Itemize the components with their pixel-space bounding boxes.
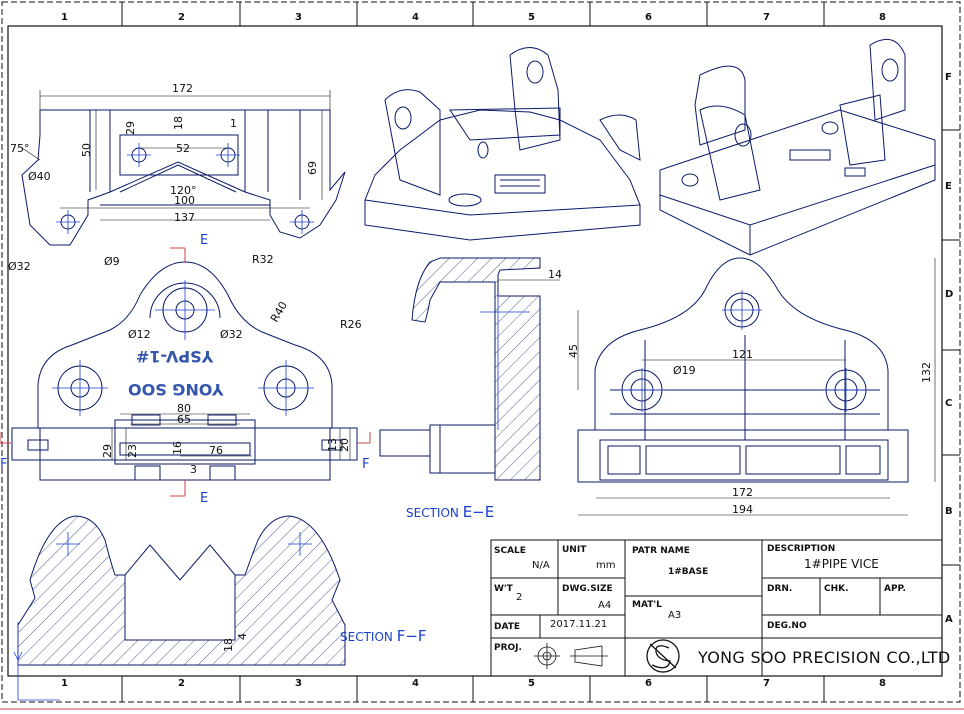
dim-top-52: 52 <box>176 142 190 155</box>
dim-front-r32: R32 <box>252 253 274 266</box>
dim-top-dia9: Ø9 <box>104 255 120 268</box>
section-marker-e-bottom: E <box>200 491 209 506</box>
dim-front-dia32: Ø32 <box>220 328 243 341</box>
dim-top-100: 100 <box>174 194 195 207</box>
tb-dwg-size-value: A4 <box>598 600 612 611</box>
tb-part-name-label: PATR NAME <box>632 546 690 556</box>
tb-material-label: MAT'L <box>632 600 662 610</box>
zone-col-7-bottom: 7 <box>763 678 770 689</box>
dim-top-75deg: 75° <box>10 142 30 155</box>
section-ee-title: SECTION E−E <box>406 503 494 521</box>
tb-dwg-size-label: DWG.SIZE <box>562 584 613 594</box>
dim-front-29: 29 <box>101 444 114 458</box>
tb-unit-label: UNIT <box>562 545 587 555</box>
zone-col-7-top: 7 <box>763 12 770 23</box>
dim-top-172: 172 <box>172 82 193 95</box>
zone-row-f: F <box>945 72 952 83</box>
tb-weight-label: W'T <box>494 584 513 594</box>
dim-bottom-194: 194 <box>732 503 753 516</box>
tb-description-value: 1#PIPE VICE <box>804 557 879 571</box>
tb-description-label: DESCRIPTION <box>767 544 836 554</box>
dim-bottom-121: 121 <box>732 348 753 361</box>
dim-top-137: 137 <box>174 211 195 224</box>
zone-col-5-bottom: 5 <box>528 678 535 689</box>
tb-proj-label: PROJ. <box>494 643 522 653</box>
zone-col-2-bottom: 2 <box>178 678 185 689</box>
zone-row-a: A <box>945 614 953 625</box>
emboss-brand: YONG SOO <box>128 380 224 399</box>
section-marker-e-top: E <box>200 233 209 248</box>
dim-front-20: 20 <box>338 438 351 452</box>
tb-scale-value: N/A <box>532 560 550 571</box>
zone-col-4-bottom: 4 <box>412 678 419 689</box>
dim-front-80: 80 <box>177 402 191 415</box>
dim-bottom-dia19: Ø19 <box>673 364 696 377</box>
zone-col-8-bottom: 8 <box>879 678 886 689</box>
zone-col-3-top: 3 <box>295 12 302 23</box>
tb-app-label: APP. <box>884 584 906 594</box>
zone-col-4-top: 4 <box>412 12 419 23</box>
dim-front-23: 23 <box>126 444 139 458</box>
dim-top-120deg: 120° <box>170 184 197 197</box>
zone-col-1-top: 1 <box>61 12 68 23</box>
dim-section-ff-18: 18 <box>222 638 235 652</box>
section-marker-f-left: F <box>0 457 8 472</box>
company-name: YONG SOO PRECISION CO.,LTD <box>698 648 951 667</box>
dim-front-76: 76 <box>209 444 223 457</box>
section-ff-title: SECTION F−F <box>340 627 427 645</box>
section-ff-letters: F−F <box>396 627 427 645</box>
dim-top-69: 69 <box>306 161 319 175</box>
zone-col-2-top: 2 <box>178 12 185 23</box>
tb-scale-label: SCALE <box>494 546 526 556</box>
emboss-model: YSPV-1# <box>136 347 214 366</box>
dim-bottom-132: 132 <box>920 362 933 383</box>
tb-date-value: 2017.11.21 <box>550 619 608 630</box>
tb-chk-label: CHK. <box>824 584 849 594</box>
tb-drn-label: DRN. <box>767 584 793 594</box>
dim-front-3: 3 <box>190 463 197 476</box>
dim-top-dia32: Ø32 <box>8 260 31 273</box>
zone-row-b: B <box>945 506 953 517</box>
dim-top-18: 18 <box>172 116 185 130</box>
zone-row-d: D <box>945 289 954 300</box>
section-marker-f-right: F <box>362 457 370 472</box>
zone-col-8-top: 8 <box>879 12 886 23</box>
tb-material-value: A3 <box>668 610 682 621</box>
zone-col-3-bottom: 3 <box>295 678 302 689</box>
dim-top-29: 29 <box>124 121 137 135</box>
zone-col-6-bottom: 6 <box>645 678 652 689</box>
dim-front-16: 16 <box>171 441 184 455</box>
section-ee-letters: E−E <box>462 503 495 521</box>
tb-weight-value: 2 <box>516 592 523 603</box>
zone-col-6-top: 6 <box>645 12 652 23</box>
tb-date-label: DATE <box>494 622 521 632</box>
dim-top-50: 50 <box>80 143 93 157</box>
section-ee-prefix: SECTION <box>406 506 459 520</box>
dim-bottom-45: 45 <box>567 344 580 358</box>
dim-front-65: 65 <box>177 413 191 426</box>
dim-top-dia40: Ø40 <box>28 170 51 183</box>
zone-row-c: C <box>945 398 953 409</box>
dim-front-r26: R26 <box>340 318 362 331</box>
zone-col-5-top: 5 <box>528 12 535 23</box>
dim-top-1: 1 <box>230 117 237 130</box>
zone-col-1-bottom: 1 <box>61 678 68 689</box>
dim-section-ee-14: 14 <box>548 268 562 281</box>
zone-row-e: E <box>945 181 952 192</box>
dim-section-ff-4: 4 <box>236 633 249 640</box>
dim-front-dia12: Ø12 <box>128 328 151 341</box>
tb-part-name-value: 1#BASE <box>668 567 709 577</box>
section-ff-prefix: SECTION <box>340 630 393 644</box>
dim-bottom-172: 172 <box>732 486 753 499</box>
tb-dwg-no-label: DEG.NO <box>767 621 807 631</box>
tb-unit-value: mm <box>596 560 616 571</box>
